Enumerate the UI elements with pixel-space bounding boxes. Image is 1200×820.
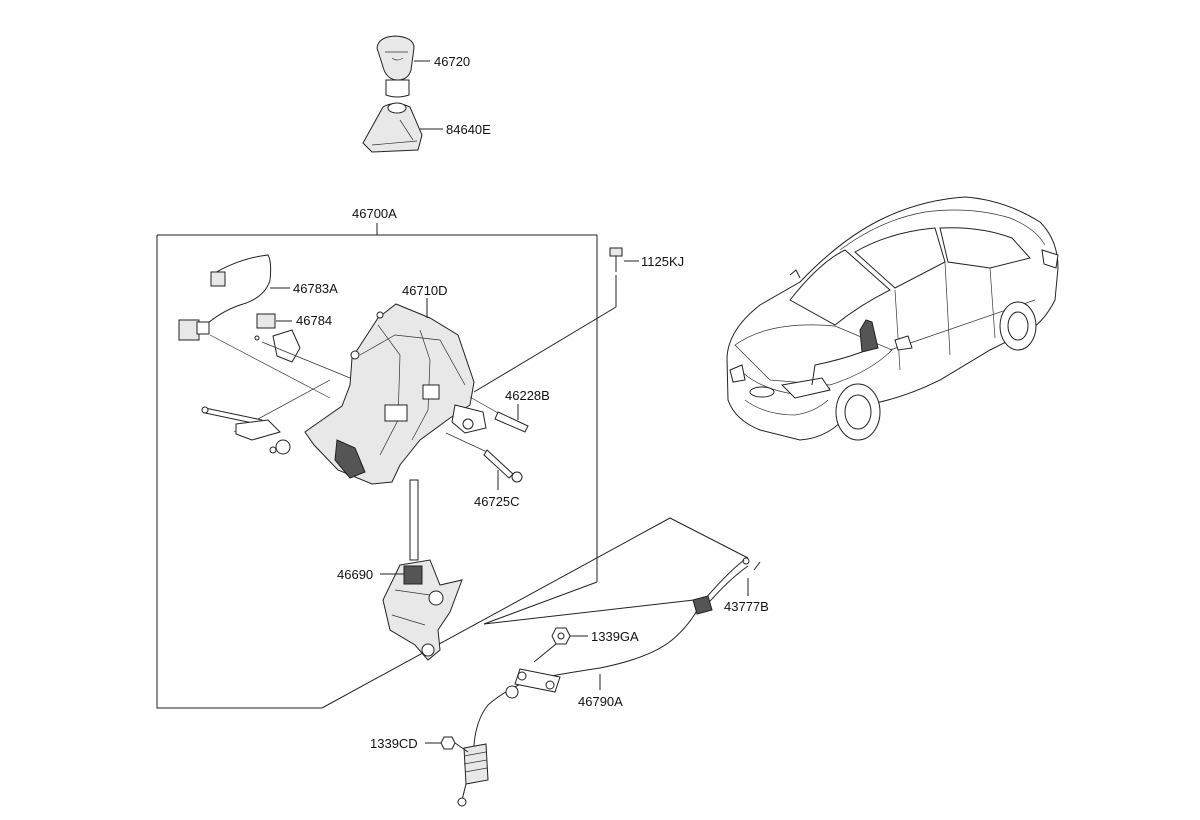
shift-lever-part[interactable] [382, 479, 463, 661]
pin-hardware-part[interactable] [201, 406, 291, 455]
bracket-guide [469, 396, 499, 414]
assembly-box [157, 234, 598, 582]
part-label-46725c[interactable]: 46725C [474, 494, 520, 509]
assembly-box-left [156, 235, 322, 709]
shift-knob-part[interactable] [376, 35, 415, 98]
part-label-1339cd[interactable]: 1339CD [370, 736, 418, 751]
part-label-46783a[interactable]: 46783A [293, 281, 338, 296]
nut-1339cd-guide [454, 742, 469, 753]
harness-part[interactable] [178, 254, 272, 341]
part-label-46710d[interactable]: 46710D [402, 283, 448, 298]
part-label-1125kj[interactable]: 1125KJ [641, 254, 684, 269]
long-bolt-part[interactable] [445, 432, 523, 483]
part-label-46690[interactable]: 46690 [337, 567, 373, 582]
part-label-1339ga[interactable]: 1339GA [591, 629, 639, 644]
part-label-84640e[interactable]: 84640E [446, 122, 491, 137]
clip-43777b-part[interactable] [742, 557, 761, 596]
nut-1339cd-part[interactable] [440, 736, 456, 750]
nut-1339ga-guide [533, 643, 557, 663]
shift-cable-part[interactable] [457, 559, 749, 807]
part-label-46790a[interactable]: 46790A [578, 694, 623, 709]
vehicle-illustration [726, 196, 1059, 441]
assembly-label-46700a[interactable]: 46700A [352, 206, 397, 221]
shift-boot-part[interactable] [362, 102, 423, 153]
part-label-46228b[interactable]: 46228B [505, 388, 550, 403]
bolt-guide-line [473, 275, 617, 393]
part-label-46720[interactable]: 46720 [434, 54, 470, 69]
part-label-46784[interactable]: 46784 [296, 313, 332, 328]
bolt-1125kj-part[interactable] [609, 247, 623, 272]
nut-1339ga-part[interactable] [551, 627, 571, 645]
lever-housing-part[interactable] [304, 303, 487, 485]
part-label-43777b[interactable]: 43777B [724, 599, 769, 614]
bracket-46228b-part[interactable] [494, 411, 529, 433]
module-part[interactable] [254, 313, 301, 363]
